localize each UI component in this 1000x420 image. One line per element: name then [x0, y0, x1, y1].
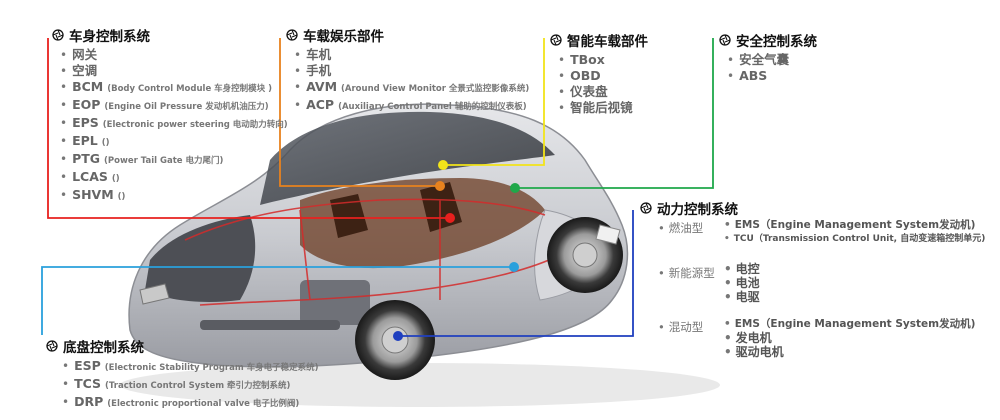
chassis-control-header: 底盘控制系统 — [46, 336, 319, 356]
list-item: SHVM() — [60, 187, 288, 205]
list-item: BCM(Body Control Module 车身控制模块 ) — [60, 79, 288, 97]
chassis-control-title: 底盘控制系统 — [63, 340, 144, 356]
aperture-icon — [640, 202, 652, 214]
aperture-icon — [52, 29, 64, 41]
smart-vehicle-list: TBox OBD 仪表盘 智能后视镜 — [550, 52, 648, 116]
fuel-type-label: 燃油型 — [658, 220, 704, 236]
list-item: EMS（Engine Management System发动机) — [724, 218, 985, 232]
list-item: 电池 — [724, 276, 760, 290]
body-control-header: 车身控制系统 — [52, 25, 288, 45]
smart-vehicle-title: 智能车载部件 — [567, 34, 648, 50]
list-item: OBD — [558, 68, 648, 84]
aperture-icon — [286, 29, 298, 41]
car-exhaust — [200, 320, 340, 330]
aperture-icon — [46, 340, 58, 352]
body-control-group: 车身控制系统 网关 空调 BCM(Body Control Module 车身控… — [52, 25, 288, 205]
list-item: 智能后视镜 — [558, 100, 648, 116]
list-item: 手机 — [294, 63, 529, 79]
list-item: DRP(Electronic proportional valve 电子比例阀) — [62, 394, 319, 412]
aperture-icon — [719, 34, 731, 46]
safety-control-title: 安全控制系统 — [736, 34, 817, 50]
list-item: 电控 — [724, 262, 760, 276]
list-item: TBox — [558, 52, 648, 68]
safety-control-header: 安全控制系统 — [719, 30, 817, 50]
list-item: 空调 — [60, 63, 288, 79]
infotainment-list: 车机 手机 AVM(Around View Monitor 全景式监控影像系统)… — [286, 47, 529, 115]
powertrain-group: 动力控制系统 燃油型 EMS（Engine Management System发… — [640, 198, 998, 368]
powertrain-header: 动力控制系统 — [640, 198, 998, 218]
list-item: PTG(Power Tail Gate 电力尾门) — [60, 151, 288, 169]
smart-vehicle-group: 智能车载部件 TBox OBD 仪表盘 智能后视镜 — [550, 30, 648, 116]
safety-control-group: 安全控制系统 安全气囊 ABS — [719, 30, 817, 84]
list-item: EMS（Engine Management System发动机) — [724, 317, 976, 331]
body-control-title: 车身控制系统 — [69, 29, 150, 45]
car-rear-hub — [381, 326, 409, 354]
infotainment-header: 车载娱乐部件 — [286, 25, 529, 45]
list-item: 安全气囊 — [727, 52, 817, 68]
new-energy-type-label: 新能源型 — [658, 265, 715, 281]
list-item: 发电机 — [724, 331, 975, 345]
list-item: ESP(Electronic Stability Program 车身电子稳定系… — [62, 358, 318, 376]
list-item: EPS(Electronic power steering 电动助力转向) — [60, 115, 288, 133]
fuel-type-list: EMS（Engine Management System发动机) TCU（Tra… — [724, 218, 986, 246]
list-item: 网关 — [60, 47, 288, 63]
car-front-hub — [572, 242, 598, 268]
list-item: ACP(Auxiliary Control Panel 辅助的控制仪表板) — [294, 97, 529, 115]
chassis-control-group: 底盘控制系统 ESP(Electronic Stability Program … — [46, 336, 319, 412]
body-control-list: 网关 空调 BCM(Body Control Module 车身控制模块 ) E… — [52, 47, 288, 205]
smart-vehicle-header: 智能车载部件 — [550, 30, 648, 50]
list-item: AVM(Around View Monitor 全景式监控影像系统) — [294, 79, 529, 97]
list-item: 仪表盘 — [558, 84, 648, 100]
list-item: EPL() — [60, 133, 288, 151]
hybrid-type-label: 混动型 — [658, 319, 704, 335]
new-energy-type-list: 电控 电池 电驱 — [724, 262, 760, 304]
list-item: 驱动电机 — [724, 345, 975, 359]
list-item: TCS(Traction Control System 牵引力控制系统) — [62, 376, 319, 394]
list-item: ABS — [727, 68, 817, 84]
infotainment-group: 车载娱乐部件 车机 手机 AVM(Around View Monitor 全景式… — [286, 25, 529, 115]
car-engine-block — [300, 280, 370, 325]
hybrid-type-list: EMS（Engine Management System发动机) 发电机 驱动电… — [724, 317, 976, 359]
list-item: 电驱 — [724, 290, 760, 304]
list-item: LCAS() — [60, 169, 288, 187]
safety-control-list: 安全气囊 ABS — [719, 52, 817, 84]
infotainment-title: 车载娱乐部件 — [303, 29, 384, 45]
list-item: 车机 — [294, 47, 529, 63]
list-item: TCU（Transmission Control Unit, 自动变速箱控制单元… — [724, 232, 986, 246]
aperture-icon — [550, 34, 562, 46]
list-item: EOP(Engine Oil Pressure 发动机机油压力) — [60, 97, 288, 115]
powertrain-title: 动力控制系统 — [657, 202, 738, 218]
chassis-control-list: ESP(Electronic Stability Program 车身电子稳定系… — [46, 358, 319, 412]
